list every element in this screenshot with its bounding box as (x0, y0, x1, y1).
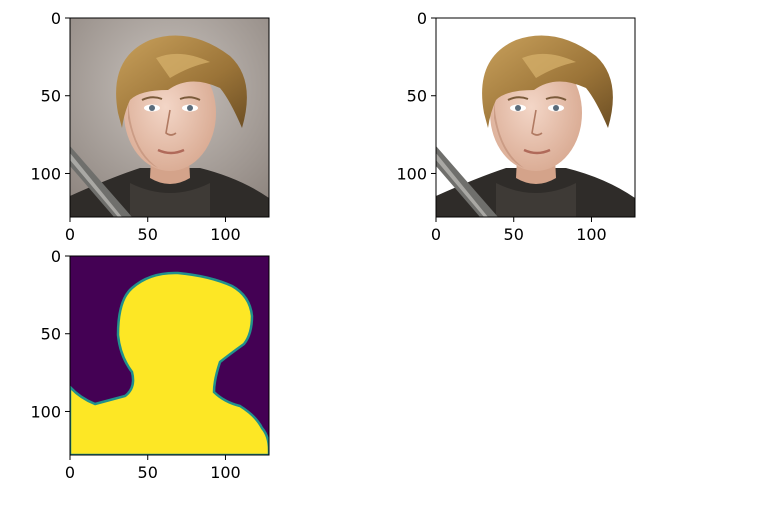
y-tick-label: 100 (30, 402, 61, 421)
x-tick-label: 0 (65, 463, 75, 482)
x-tick-label: 50 (138, 225, 158, 244)
y-tick-label: 100 (30, 164, 61, 183)
subplot-segmentation-mask: 0 50 100 0 50 100 (30, 247, 270, 482)
y-tick-label: 50 (41, 325, 61, 344)
mask-foreground (70, 271, 269, 455)
x-tick-label: 50 (504, 225, 524, 244)
y-tick-label: 0 (417, 9, 427, 28)
x-tick-label: 100 (576, 225, 607, 244)
y-tick-label: 50 (407, 87, 427, 106)
y-tick-label: 0 (51, 247, 61, 266)
x-tick-label: 0 (65, 225, 75, 244)
x-tick-label: 0 (431, 225, 441, 244)
y-tick-label: 100 (396, 164, 427, 183)
x-tick-label: 100 (210, 463, 241, 482)
y-tick-label: 50 (41, 87, 61, 106)
y-tick-label: 0 (51, 9, 61, 28)
x-tick-label: 100 (210, 225, 241, 244)
x-tick-label: 50 (138, 463, 158, 482)
subplot-photo: 0 50 100 0 50 100 (30, 9, 270, 244)
subplot-photo-background-removed: 0 50 100 0 50 100 (396, 9, 636, 244)
